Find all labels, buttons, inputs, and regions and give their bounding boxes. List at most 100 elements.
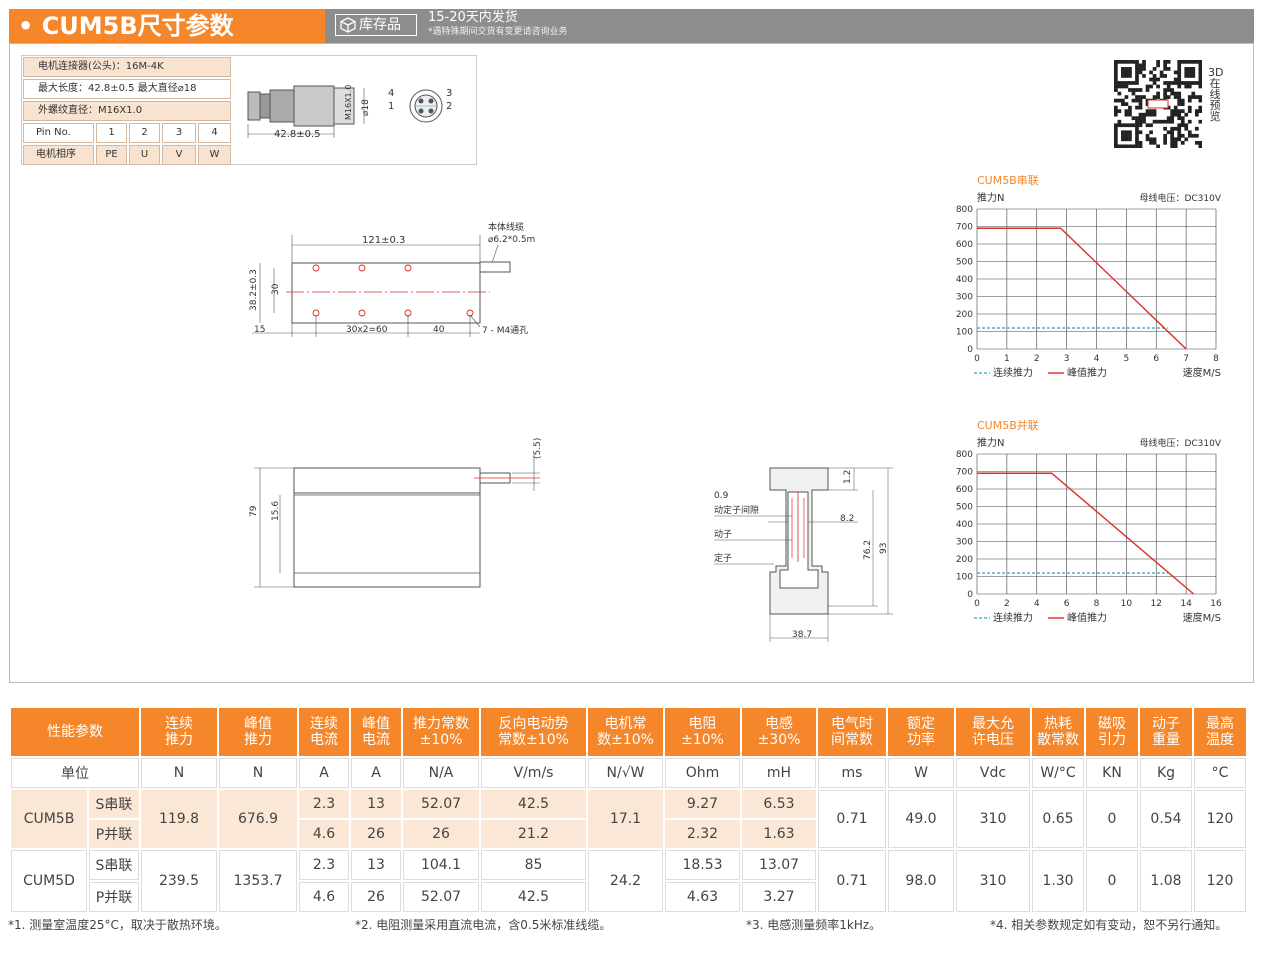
x-tick-label: 8 (1213, 354, 1219, 364)
unit-cell: N/A (403, 758, 479, 788)
y-tick-label: 300 (956, 293, 973, 303)
y-tick-label: 600 (956, 485, 973, 495)
resistance: 18.53 (665, 850, 740, 880)
performance-table: 性能参数 连续推力 峰值推力 连续电流 峰值电流 推力常数±10% 反向电动势常… (9, 706, 1248, 914)
stator-label: 定子 (714, 552, 732, 564)
x-tick-label: 4 (1034, 599, 1040, 609)
peak-current: 26 (351, 882, 401, 912)
attraction: 0 (1086, 850, 1138, 912)
phase-cell: V (162, 145, 196, 165)
unit-cell: N (141, 758, 217, 788)
force-const: 52.07 (403, 790, 479, 818)
x-tick-label: 12 (1151, 599, 1162, 609)
unit-cell: A (299, 758, 349, 788)
force-const: 52.07 (403, 882, 479, 912)
header-title-bar (9, 9, 325, 43)
cable-label: 本体线缆 (488, 221, 524, 233)
table-row: CUM5B S串联 119.8 676.9 2.3 13 52.07 42.5 … (11, 790, 1246, 848)
unit-cell: Vdc (956, 758, 1030, 788)
inductance: 6.53 (742, 790, 816, 818)
dim-height: 38.2±0.3 (249, 269, 259, 311)
header-cell: 连续电流 (299, 708, 349, 756)
x-tick-label: 10 (1121, 599, 1133, 609)
inductance: 3.27 (742, 882, 816, 912)
bemf-const: 21.2 (481, 820, 586, 848)
inductance: 1.63 (742, 820, 816, 848)
dim-38-7: 38.7 (792, 630, 812, 640)
bemf-const: 42.5 (481, 790, 586, 818)
drawing-frame (9, 43, 1254, 683)
footnote-4: *4. 相关参数规定如有变动，恕不另行通知。 (990, 918, 1228, 932)
header-cell: 磁吸引力 (1086, 708, 1138, 756)
header-cell: 电阻±10% (665, 708, 740, 756)
cable-spec: ⌀6.2*0.5m (488, 235, 535, 245)
dim-79: 79 (249, 505, 259, 517)
unit-cell: ms (818, 758, 886, 788)
header-cell: 热耗散常数 (1032, 708, 1084, 756)
x-tick-label: 14 (1180, 599, 1192, 609)
header-cell: 峰值推力 (219, 708, 297, 756)
chart-title: CUM5B串联 (977, 174, 1039, 187)
legend-cont-label: 连续推力 (993, 611, 1033, 624)
dim-93: 93 (879, 543, 889, 554)
connector-type: 电机连接器(公头)：16M-4K (23, 57, 231, 77)
x-tick-label: 1 (1004, 354, 1010, 364)
delivery-time: 15-20天内发货 (428, 10, 518, 25)
chart-title: CUM5B并联 (977, 418, 1039, 432)
x-tick-label: 3 (1064, 354, 1070, 364)
mode-cell: S串联 (89, 790, 139, 818)
peak-current: 13 (351, 850, 401, 880)
legend-peak-label: 峰值推力 (1067, 366, 1107, 379)
table-row: CUM5D S串联 239.5 1353.7 2.3 13 104.1 85 2… (11, 850, 1246, 912)
unit-row: 单位 N N A A N/A V/m/s N/√W Ohm mH ms W Vd… (11, 758, 1246, 788)
cont-current: 4.6 (299, 820, 349, 848)
header-cell: 推力常数±10% (403, 708, 479, 756)
mode-cell: S串联 (89, 850, 139, 880)
cont-current: 2.3 (299, 790, 349, 818)
dim-holes: 7 - M4通孔 (482, 325, 528, 336)
cross-section-drawing: 0.9 动定子间隙 动子 定子 8.2 1.2 76.2 93 38.7 (714, 467, 893, 642)
header-cell: 最高温度 (1194, 708, 1246, 756)
unit-cell: mH (742, 758, 816, 788)
x-tick-label: 4 (1094, 354, 1100, 364)
unit-cell: °C (1194, 758, 1246, 788)
unit-cell: V/m/s (481, 758, 586, 788)
x-axis-label: 速度M/S (1183, 611, 1221, 624)
y-tick-label: 300 (956, 538, 973, 548)
mover-weight: 0.54 (1140, 790, 1192, 848)
max-temp: 120 (1194, 790, 1246, 848)
y-tick-label: 100 (956, 573, 973, 583)
qr-code-icon[interactable] (1114, 60, 1202, 148)
motor-const: 24.2 (588, 850, 663, 912)
header-cell: 电感±30% (742, 708, 816, 756)
dim-40: 40 (433, 325, 445, 335)
stock-badge: 库存品 (335, 14, 417, 36)
connector-drawing: 42.8±0.5 M16X1.0 ⌀18 4 1 3 2 (247, 85, 452, 140)
y-tick-label: 0 (967, 345, 973, 355)
dim-5-5: (5.5) (533, 438, 543, 459)
phase-cell: U (129, 145, 160, 165)
y-axis-label: 推力N (977, 436, 1004, 449)
qr-caption: 3D在线预览 (1208, 66, 1224, 123)
y-tick-label: 600 (956, 240, 973, 250)
connector-dia-dim: ⌀18 (361, 99, 371, 116)
bus-voltage-label: 母线电压：DC310V (1139, 437, 1221, 449)
time-const: 0.71 (818, 850, 886, 912)
x-tick-label: 6 (1153, 354, 1159, 364)
header-info-bar (325, 9, 1254, 43)
x-axis-label: 速度M/S (1183, 366, 1221, 379)
thermal-const: 0.65 (1032, 790, 1084, 848)
footnote-2: *2. 电阻测量采用直流电流，含0.5米标准线缆。 (355, 918, 612, 932)
dim-60: 30x2=60 (346, 325, 388, 335)
force-const: 26 (403, 820, 479, 848)
header-cell: 电气时间常数 (818, 708, 886, 756)
connector-panel (21, 55, 477, 165)
resistance: 2.32 (665, 820, 740, 848)
mode-cell: P并联 (89, 882, 139, 912)
header-cell: 动子重量 (1140, 708, 1192, 756)
table-row: P并联 4.6 26 52.07 42.5 4.63 3.27 (11, 882, 1246, 912)
bemf-const: 85 (481, 850, 586, 880)
connector-size: 最大长度：42.8±0.5 最大直径⌀18 (23, 79, 231, 99)
header-cell: 连续推力 (141, 708, 217, 756)
y-tick-label: 700 (956, 223, 973, 233)
